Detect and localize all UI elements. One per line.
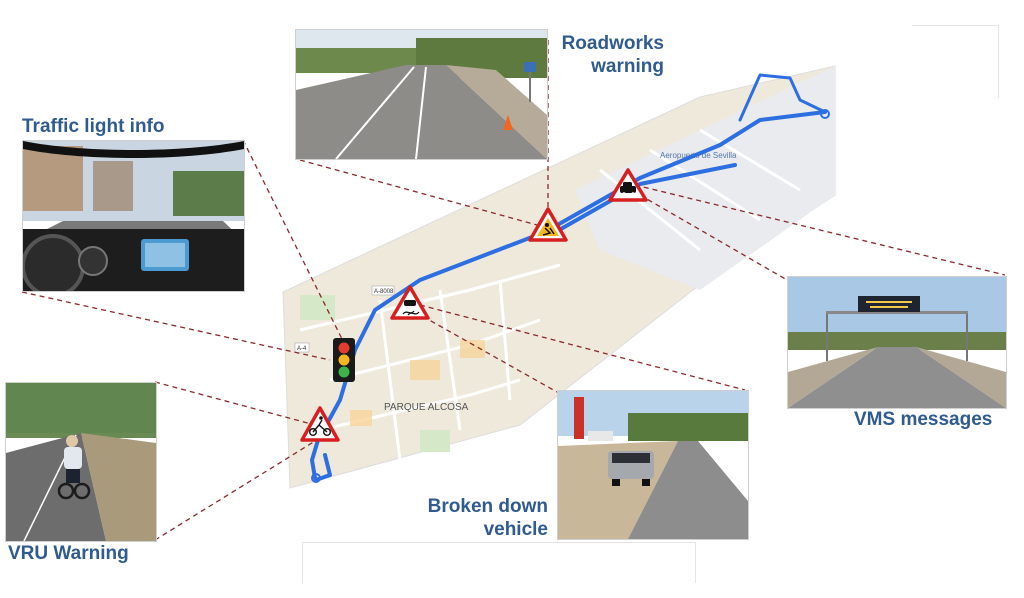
svg-text:A-4: A-4 bbox=[297, 346, 307, 352]
callout-broken-line1: Broken down bbox=[427, 496, 548, 517]
leader-roadworks-photo bbox=[299, 159, 549, 229]
callout-roadworks-line1: Roadworks bbox=[561, 33, 664, 54]
leader-traffic-light-bottom bbox=[21, 291, 331, 361]
leader-broken-top bbox=[419, 304, 746, 391]
roadworks-photo bbox=[295, 29, 548, 160]
traffic-light-icon bbox=[333, 338, 355, 382]
roadworks-sign-icon bbox=[528, 207, 568, 242]
leader-vms-bottom bbox=[639, 194, 788, 281]
leader-vru-top bbox=[154, 381, 316, 426]
frame-bottom bbox=[302, 542, 696, 583]
callout-vms: VMS messages bbox=[854, 409, 993, 430]
callout-traffic-light: Traffic light info bbox=[22, 116, 165, 137]
leader-vru-bottom bbox=[154, 437, 321, 541]
callout-roadworks: Roadworks warning bbox=[546, 32, 664, 78]
leader-broken-bottom bbox=[414, 311, 558, 393]
callout-broken-vehicle: Broken down vehicle bbox=[404, 495, 548, 541]
svg-text:A-8008: A-8008 bbox=[374, 289, 394, 295]
route bbox=[310, 73, 830, 483]
leader-vms-top bbox=[634, 184, 1006, 276]
car-sign-icon bbox=[608, 168, 648, 202]
callout-broken-line2: vehicle bbox=[483, 519, 548, 540]
callout-roadworks-line2: warning bbox=[591, 56, 664, 77]
leader-lines bbox=[21, 40, 1006, 541]
map-label-district: PARQUE ALCOSA bbox=[384, 402, 469, 413]
broken-vehicle-photo bbox=[557, 390, 749, 540]
leader-traffic-light-top bbox=[242, 139, 346, 346]
cyclist-sign-icon bbox=[300, 406, 340, 442]
road-shield-a4: A-4 bbox=[294, 342, 310, 353]
frame-top-right bbox=[912, 25, 999, 98]
vru-photo bbox=[5, 382, 157, 542]
callout-vru: VRU Warning bbox=[8, 543, 129, 564]
traffic-light-photo bbox=[22, 140, 245, 292]
slippery-road-sign-icon bbox=[390, 285, 430, 320]
vms-photo bbox=[787, 276, 1007, 409]
road-shield-a8008: A-8008 bbox=[371, 285, 395, 296]
